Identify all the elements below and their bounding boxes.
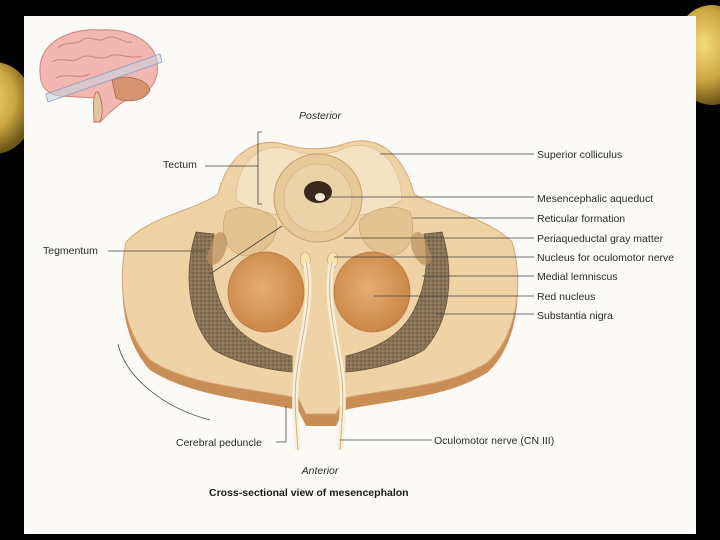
anterior-label: Anterior — [301, 465, 339, 477]
tegmentum-label: Tegmentum — [43, 245, 98, 257]
figure-caption: Cross-sectional view of mesencephalon — [209, 487, 409, 499]
red-nucleus-label: Red nucleus — [537, 291, 595, 303]
posterior-label: Posterior — [299, 110, 342, 122]
red-nucleus-right — [334, 252, 410, 332]
oculomotor-nucleus-label: Nucleus for oculomotor nerve — [537, 252, 674, 264]
mesencephalon-cross-section — [122, 141, 517, 450]
substantia-nigra-label: Substantia nigra — [537, 310, 613, 322]
mesencephalic-aqueduct-label: Mesencephalic aqueduct — [537, 193, 653, 205]
red-nucleus-left — [228, 252, 304, 332]
oculomotor-nerve-label: Oculomotor nerve (CN III) — [434, 435, 554, 447]
superior-colliculus-label: Superior colliculus — [537, 149, 622, 161]
reticular-formation-label: Reticular formation — [537, 213, 625, 225]
cerebral-peduncle-label: Cerebral peduncle — [176, 437, 262, 449]
periaqueductal-gray-label: Periaqueductal gray matter — [537, 233, 664, 245]
tectum-label: Tectum — [163, 159, 197, 171]
brain-sagittal-thumbnail-icon — [40, 30, 162, 122]
medial-lemniscus-label: Medial lemniscus — [537, 271, 618, 283]
